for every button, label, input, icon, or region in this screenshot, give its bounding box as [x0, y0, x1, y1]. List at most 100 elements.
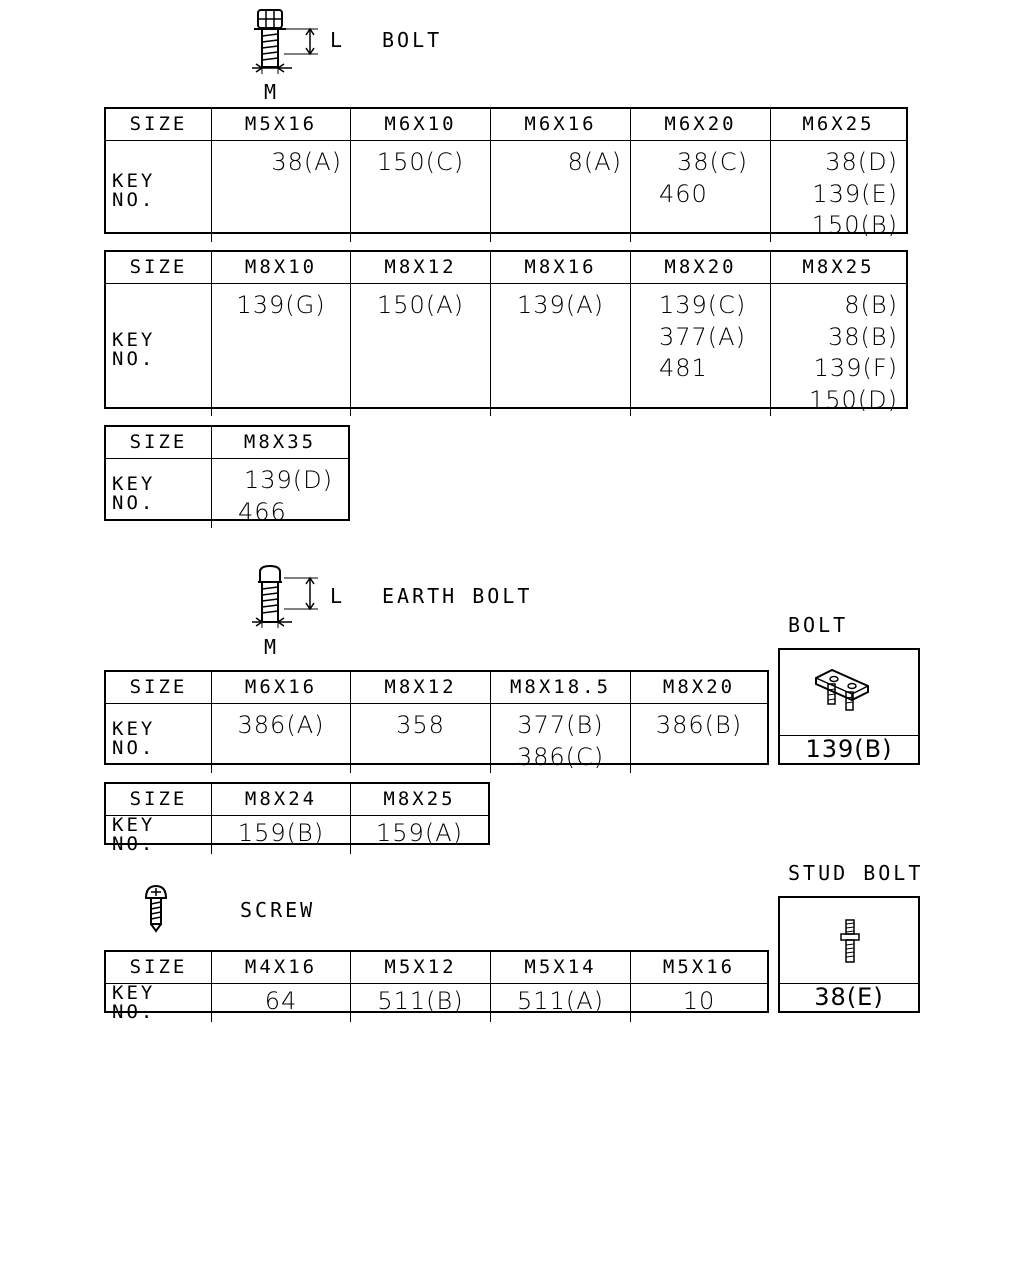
key-number: 8(A) — [567, 148, 622, 176]
key-number: 139(C) — [659, 291, 747, 319]
screw-section-title: SCREW — [240, 898, 316, 922]
key-number: 159(A) — [376, 819, 463, 847]
earth-bolt-icon — [252, 564, 318, 628]
size-cell: M6X25 — [771, 109, 906, 141]
key-number: 150(C) — [376, 148, 465, 176]
earth-bolt-table-1: SIZE M6X16 M8X12 M8X18.5 M8X20 KEY NO. 3… — [104, 670, 769, 773]
key-number: 38(C) — [677, 148, 749, 176]
key-number: 377(B) — [517, 711, 604, 739]
size-cell: M5X16 — [631, 952, 767, 984]
size-cell: M8X18.5 — [491, 672, 631, 704]
size-cell: M8X20 — [631, 252, 771, 284]
stud-bolt-title: STUD BOLT — [788, 861, 924, 885]
key-number: 481 — [659, 354, 708, 382]
key-number: 386(A) — [237, 711, 325, 739]
size-cell: M5X12 — [351, 952, 491, 984]
size-cell: M8X16 — [491, 252, 631, 284]
size-cell: M8X25 — [351, 784, 488, 816]
size-cell: M6X10 — [351, 109, 491, 141]
bolt-dim-l-label: L — [330, 28, 346, 52]
key-number: 150(A) — [377, 291, 464, 319]
size-header: SIZE — [106, 672, 212, 704]
stud-bolt-icon — [840, 919, 860, 963]
size-cell: M8X24 — [212, 784, 351, 816]
size-header: SIZE — [106, 784, 212, 816]
size-cell: M8X20 — [631, 672, 767, 704]
key-cell: 511(B) — [351, 984, 491, 1022]
key-number: 159(B) — [237, 819, 325, 847]
key-number: 10 — [682, 987, 716, 1015]
size-cell: M8X35 — [212, 427, 348, 459]
size-cell: M6X16 — [491, 109, 631, 141]
key-cell: 38(C) 460 — [631, 141, 771, 242]
key-no-label: KEY NO. — [106, 816, 212, 854]
hex-bolt-icon — [252, 9, 318, 74]
key-number: 139(A) — [517, 291, 604, 319]
key-cell: 8(A) — [491, 141, 631, 242]
key-cell: 139(A) — [491, 284, 631, 416]
size-cell: M8X10 — [212, 252, 351, 284]
bolt-table-3: SIZE M8X35 KEY NO. 139(D) 466 — [104, 425, 350, 528]
key-cell: 386(A) — [212, 704, 351, 773]
key-number: 358 — [396, 711, 445, 739]
size-header: SIZE — [106, 109, 212, 141]
key-no-label: KEY NO. — [106, 141, 212, 242]
size-header: SIZE — [106, 252, 212, 284]
size-header: SIZE — [106, 427, 212, 459]
bolt-table-1: SIZE M5X16 M6X10 M6X16 M6X20 M6X25 KEY N… — [104, 107, 908, 242]
earth-bolt-dim-m-label: M — [264, 635, 280, 659]
key-number: 460 — [659, 179, 708, 208]
size-cell: M6X20 — [631, 109, 771, 141]
key-cell: 377(B) 386(C) — [491, 704, 631, 773]
bolt-table-2: SIZE M8X10 M8X12 M8X16 M8X20 M8X25 KEY N… — [104, 250, 908, 416]
key-number: 150(D) — [808, 385, 898, 414]
earth-bolt-table-2: SIZE M8X24 M8X25 KEY NO. 159(B) 159(A) — [104, 782, 490, 854]
bolt-dim-m-label: M — [264, 80, 280, 104]
key-number: 38(B) — [828, 322, 898, 351]
key-number: 139(D) — [244, 466, 334, 494]
key-cell: 8(B) 38(B) 139(F) 150(D) — [771, 284, 906, 416]
size-cell: M8X12 — [351, 252, 491, 284]
key-cell: 150(A) — [351, 284, 491, 416]
size-cell: M8X25 — [771, 252, 906, 284]
key-cell: 386(B) — [631, 704, 767, 773]
key-no-label: KEY NO. — [106, 284, 212, 416]
key-number: 511(B) — [377, 987, 464, 1015]
key-no-label: KEY NO. — [106, 704, 212, 773]
key-cell: 159(B) — [212, 816, 351, 854]
stud-bolt-box: 38(E) — [778, 896, 920, 1013]
size-cell: M4X16 — [212, 952, 351, 984]
earth-bolt-section-title: EARTH BOLT — [382, 584, 533, 608]
size-header: SIZE — [106, 952, 212, 984]
key-number: 38(A) — [271, 148, 342, 176]
key-cell: 358 — [351, 704, 491, 773]
key-cell: 38(A) — [212, 141, 351, 242]
key-number: 64 — [264, 987, 298, 1015]
size-cell: M5X16 — [212, 109, 351, 141]
earth-bolt-dim-l-label: L — [330, 584, 346, 608]
key-cell: 139(D) 466 — [212, 459, 348, 528]
bracket-bolt-box: 139(B) — [778, 648, 920, 765]
bolt-section-title: BOLT — [382, 28, 443, 52]
key-cell: 159(A) — [351, 816, 488, 854]
stud-bolt-key: 38(E) — [814, 982, 884, 1011]
key-number: 139(E) — [812, 179, 898, 208]
key-number: 386(C) — [516, 742, 605, 771]
size-cell: M8X12 — [351, 672, 491, 704]
key-cell: 511(A) — [491, 984, 631, 1022]
key-number: 139(G) — [236, 291, 326, 319]
key-cell: 38(D) 139(E) 150(B) — [771, 141, 906, 242]
key-number: 139(F) — [813, 354, 898, 382]
size-cell: M5X14 — [491, 952, 631, 984]
key-number: 8(B) — [844, 291, 898, 319]
screw-icon — [144, 884, 168, 933]
key-number: 466 — [238, 497, 287, 526]
bracket-bolt-icon — [815, 668, 869, 711]
key-number: 377(A) — [659, 322, 746, 351]
key-number: 38(D) — [825, 148, 898, 176]
size-cell: M6X16 — [212, 672, 351, 704]
key-no-label: KEY NO. — [106, 984, 212, 1022]
key-number: 150(B) — [811, 211, 898, 239]
key-number: 511(A) — [517, 987, 604, 1015]
bracket-bolt-key: 139(B) — [805, 734, 893, 763]
